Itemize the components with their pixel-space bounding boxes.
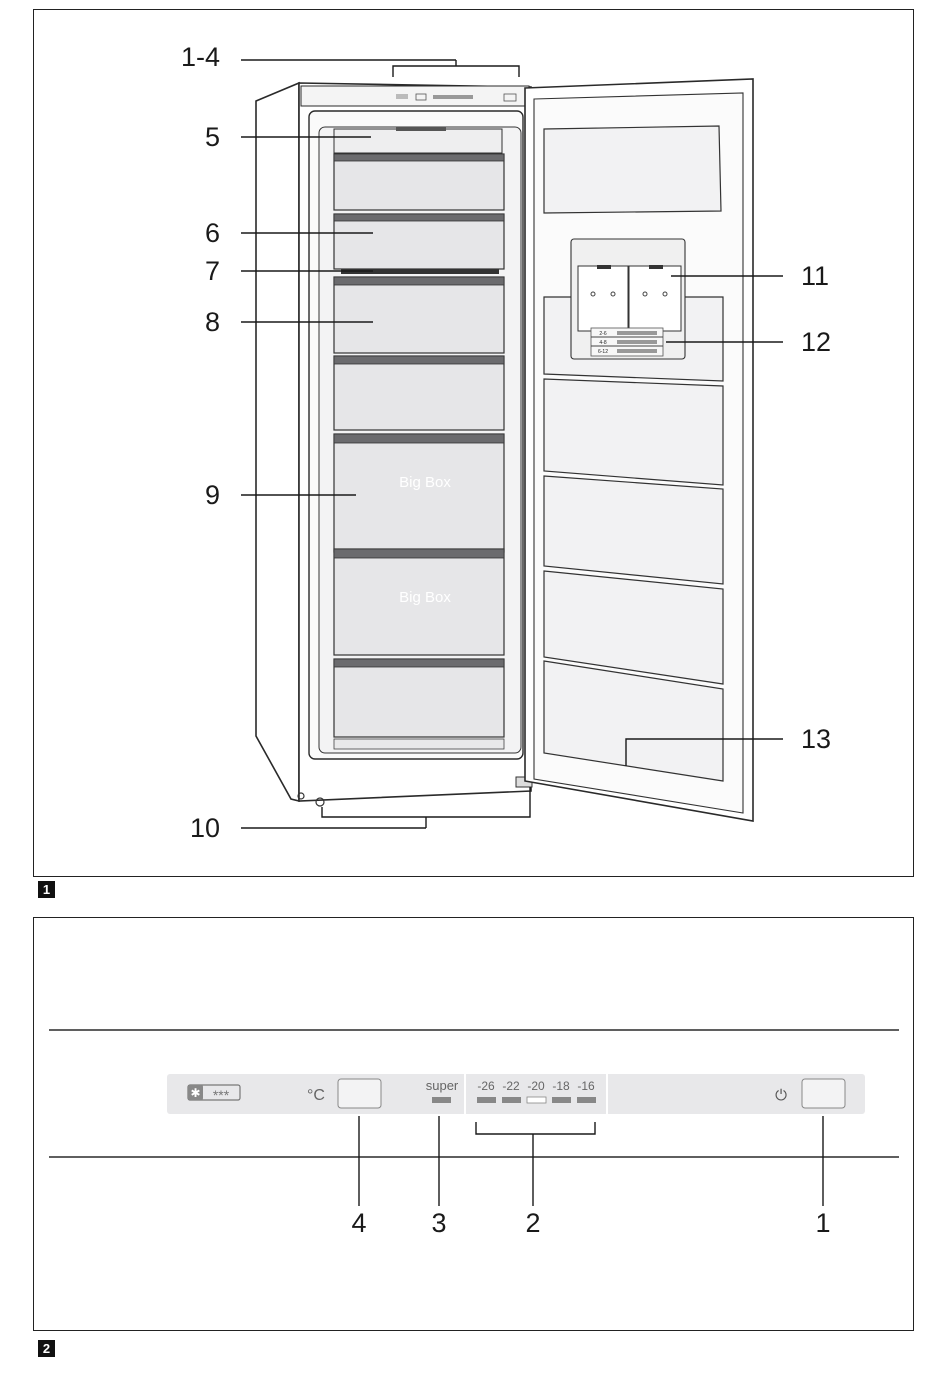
door-shelf-3 — [543, 378, 724, 486]
temperature-indicator-active — [526, 1096, 547, 1104]
cold-pack-dot — [642, 291, 648, 297]
snowflake-glyph: ✱ — [190, 1086, 200, 1100]
temperature-indicator-5 — [577, 1097, 596, 1103]
callout-4: 4 — [351, 1208, 366, 1238]
temperature-indicator-4 — [552, 1097, 571, 1103]
temperature-label-5: -16 — [577, 1079, 595, 1093]
ice-tray — [341, 269, 499, 274]
figure-1-panel: Big Box Big Box — [33, 9, 914, 877]
control-panel-illustration: ✱ *** °C super -26 -22 -20 -18 -16 ⏻ — [49, 1029, 899, 1238]
control-strip-detail — [396, 94, 408, 99]
bracket-2 — [475, 1122, 596, 1135]
drawer-1 — [333, 153, 505, 211]
callout-7: 7 — [205, 256, 220, 286]
calendar-row-3: 6-12 — [598, 349, 608, 355]
star-rating-text: *** — [213, 1087, 230, 1103]
callout-13: 13 — [801, 724, 831, 754]
drawer-4 — [333, 355, 505, 431]
big-box-drawer-2 — [333, 548, 505, 656]
adjustable-foot-front — [315, 797, 325, 807]
flap-handle — [396, 127, 446, 131]
bracket-1-4 — [392, 65, 520, 77]
callout-6: 6 — [205, 218, 220, 248]
drawer-2-rim — [333, 213, 505, 222]
door-shelf-6 — [543, 660, 724, 782]
freezer-illustration: Big Box Big Box — [181, 42, 831, 843]
big-box-label-2: Big Box — [399, 589, 451, 606]
drawer-bottom — [333, 658, 505, 738]
drawer-2 — [333, 213, 505, 270]
power-icon: ⏻ — [775, 1087, 787, 1104]
temperature-label-2: -22 — [502, 1079, 520, 1093]
callout-1: 1 — [815, 1208, 830, 1238]
temperature-label-4: -18 — [552, 1079, 570, 1093]
drawer-bottom-rim — [333, 658, 505, 668]
control-strip-power — [503, 93, 517, 102]
callout-10: 10 — [190, 813, 220, 843]
callout-9: 9 — [205, 480, 220, 510]
cold-pack-right-tab — [649, 265, 663, 269]
power-button[interactable] — [801, 1078, 846, 1109]
figure-1-badge: 1 — [38, 881, 55, 898]
figure-2-badge: 2 — [38, 1340, 55, 1357]
control-strip-leds — [433, 95, 473, 99]
drawer-3-rim — [333, 276, 505, 286]
callout-5: 5 — [205, 122, 220, 152]
celsius-label: °C — [307, 1087, 325, 1104]
big-box-label-1: Big Box — [399, 474, 451, 491]
big-box-1-rim — [333, 433, 505, 444]
snowflake-icon — [188, 1085, 203, 1100]
bottom-grille — [333, 738, 505, 750]
callout-8: 8 — [205, 307, 220, 337]
calendar-row-2: 4-8 — [599, 340, 606, 346]
drawer-1-rim — [333, 153, 505, 162]
temperature-indicator-2 — [502, 1097, 521, 1103]
cold-pack-dot — [610, 291, 616, 297]
super-label: super — [426, 1078, 459, 1093]
cabinet-side — [255, 81, 300, 803]
cold-pack-dot — [662, 291, 668, 297]
temperature-label-1: -26 — [477, 1079, 495, 1093]
control-strip — [300, 85, 530, 107]
temperature-button[interactable] — [337, 1078, 382, 1109]
freezer-flap — [333, 128, 503, 154]
drawer-3 — [333, 276, 505, 354]
big-box-2-rim — [333, 548, 505, 559]
foot-left — [297, 792, 305, 800]
temperature-label-3: -20 — [527, 1079, 545, 1093]
cold-pack-left — [577, 265, 629, 332]
big-box-drawer-1 — [333, 433, 505, 553]
door-shelf-5 — [543, 570, 724, 685]
calendar-icons-2 — [617, 340, 657, 344]
calendar-icons-1 — [617, 331, 657, 335]
callout-2: 2 — [525, 1208, 540, 1238]
cold-pack-dot — [590, 291, 596, 297]
callout-3: 3 — [431, 1208, 446, 1238]
temperature-indicator-1 — [477, 1097, 496, 1103]
door-shelf-1 — [543, 125, 722, 214]
calendar-icons-3 — [617, 349, 657, 353]
super-indicator — [432, 1097, 451, 1103]
control-strip-button — [415, 93, 427, 101]
callout-1-4: 1-4 — [181, 42, 220, 72]
figure-2-panel: ✱ *** °C super -26 -22 -20 -18 -16 ⏻ — [33, 917, 914, 1331]
drawer-4-rim — [333, 355, 505, 365]
cold-pack-left-tab — [597, 265, 611, 269]
calendar-row-1: 2-6 — [599, 331, 606, 337]
callout-11: 11 — [801, 261, 829, 291]
callout-12: 12 — [801, 327, 831, 357]
leader-13 — [625, 738, 783, 766]
door-shelf-4 — [543, 475, 724, 585]
